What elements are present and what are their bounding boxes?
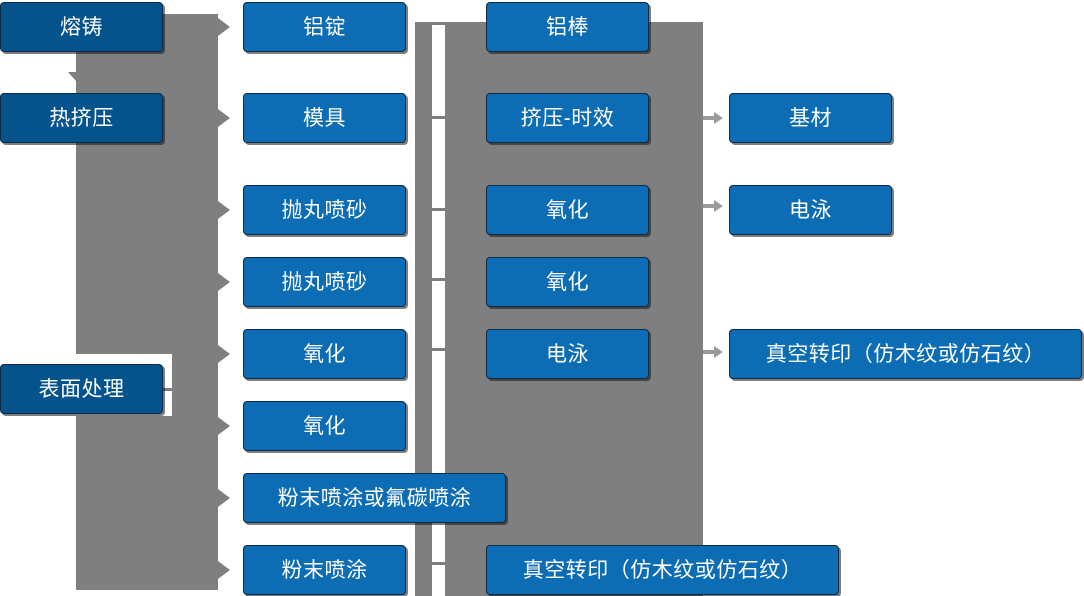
operation-box-mold[interactable]: 模具 — [243, 93, 406, 143]
material-box-oxidation-1[interactable]: 氧化 — [486, 185, 649, 235]
operation-box-powder-coating[interactable]: 粉末喷涂 — [243, 545, 406, 595]
material-label-oxidation-1: 氧化 — [546, 198, 589, 222]
material-box-aluminum-bar[interactable]: 铝棒 — [486, 2, 649, 52]
operation-label-powder-coating: 粉末喷涂 — [281, 558, 368, 582]
link-op-shotblast-1 — [432, 208, 446, 211]
material-label-vacuum-transfer: 真空转印（仿木纹或仿石纹） — [522, 558, 803, 582]
operation-label-mold: 模具 — [303, 106, 346, 130]
output-box-electrophoresis[interactable]: 电泳 — [729, 185, 892, 235]
arrow-to-op-oxidation-1 — [218, 345, 230, 363]
stage-label-melting: 熔铸 — [60, 15, 103, 39]
stage-label-surface-treatment: 表面处理 — [38, 377, 125, 401]
material-box-electrophoresis[interactable]: 电泳 — [486, 329, 649, 379]
operation-label-powder-or-fluorocarbon: 粉末喷涂或氟碳喷涂 — [277, 486, 472, 510]
arrow-to-op-powder-fluoro — [218, 489, 230, 507]
stage-label-extrusion: 热挤压 — [49, 106, 114, 130]
material-label-electrophoresis: 电泳 — [546, 342, 589, 366]
arrow-to-op-shotblast-1 — [218, 201, 230, 219]
link-op-powder — [432, 562, 446, 565]
stem-to-out-substrate — [703, 116, 715, 120]
link-op-ingot — [432, 22, 446, 25]
link-op-mold — [432, 116, 446, 119]
output-box-substrate[interactable]: 基材 — [729, 93, 892, 143]
stem-to-out-vacuum — [703, 350, 715, 354]
operation-box-shotblast-2[interactable]: 抛丸喷砂 — [243, 257, 406, 307]
operation-box-ingot[interactable]: 铝锭 — [243, 2, 406, 52]
operation-label-shotblast-1: 抛丸喷砂 — [281, 198, 368, 222]
connector-rail-mid — [415, 22, 432, 482]
material-box-extrusion-aging[interactable]: 挤压-时效 — [486, 93, 649, 143]
arrow-to-out-vacuum — [714, 346, 723, 358]
link-op-shotblast-2 — [432, 278, 446, 281]
stem-to-out-electro — [703, 204, 715, 208]
output-box-vacuum-transfer[interactable]: 真空转印（仿木纹或仿石纹） — [729, 329, 1082, 379]
stage-box-melting[interactable]: 熔铸 — [0, 2, 163, 52]
operation-label-ingot: 铝锭 — [303, 15, 346, 39]
material-label-extrusion-aging: 挤压-时效 — [520, 106, 615, 130]
stub-stage-surface — [163, 388, 185, 391]
stage-box-extrusion[interactable]: 热挤压 — [0, 93, 163, 143]
operation-label-oxidation-2: 氧化 — [303, 414, 346, 438]
operation-box-powder-or-fluorocarbon[interactable]: 粉末喷涂或氟碳喷涂 — [243, 473, 506, 523]
operation-label-shotblast-2: 抛丸喷砂 — [281, 270, 368, 294]
output-label-vacuum-transfer: 真空转印（仿木纹或仿石纹） — [765, 342, 1046, 366]
arrow-to-op-mold — [218, 109, 230, 127]
arrow-to-out-substrate — [714, 112, 723, 124]
arrow-to-op-shotblast-2 — [218, 273, 230, 291]
arrow-to-op-ingot — [218, 18, 230, 36]
arrow-to-op-powder — [218, 561, 230, 579]
arrow-to-op-oxidation-2 — [218, 417, 230, 435]
material-box-vacuum-transfer[interactable]: 真空转印（仿木纹或仿石纹） — [486, 545, 839, 595]
link-op-oxidation-1 — [432, 348, 446, 351]
connector-rail-mid-lower — [415, 500, 432, 596]
operation-label-oxidation-1: 氧化 — [303, 342, 346, 366]
material-label-aluminum-bar: 铝棒 — [546, 15, 589, 39]
material-label-oxidation-2: 氧化 — [546, 270, 589, 294]
output-label-substrate: 基材 — [789, 106, 832, 130]
arrow-stage-melting-to-extrude — [68, 72, 86, 82]
arrow-to-out-electro — [714, 200, 723, 212]
material-box-oxidation-2[interactable]: 氧化 — [486, 257, 649, 307]
output-label-electrophoresis: 电泳 — [789, 198, 832, 222]
operation-box-oxidation-2[interactable]: 氧化 — [243, 401, 406, 451]
operation-box-shotblast-1[interactable]: 抛丸喷砂 — [243, 185, 406, 235]
operation-box-oxidation-1[interactable]: 氧化 — [243, 329, 406, 379]
stage-box-surface-treatment[interactable]: 表面处理 — [0, 364, 163, 414]
